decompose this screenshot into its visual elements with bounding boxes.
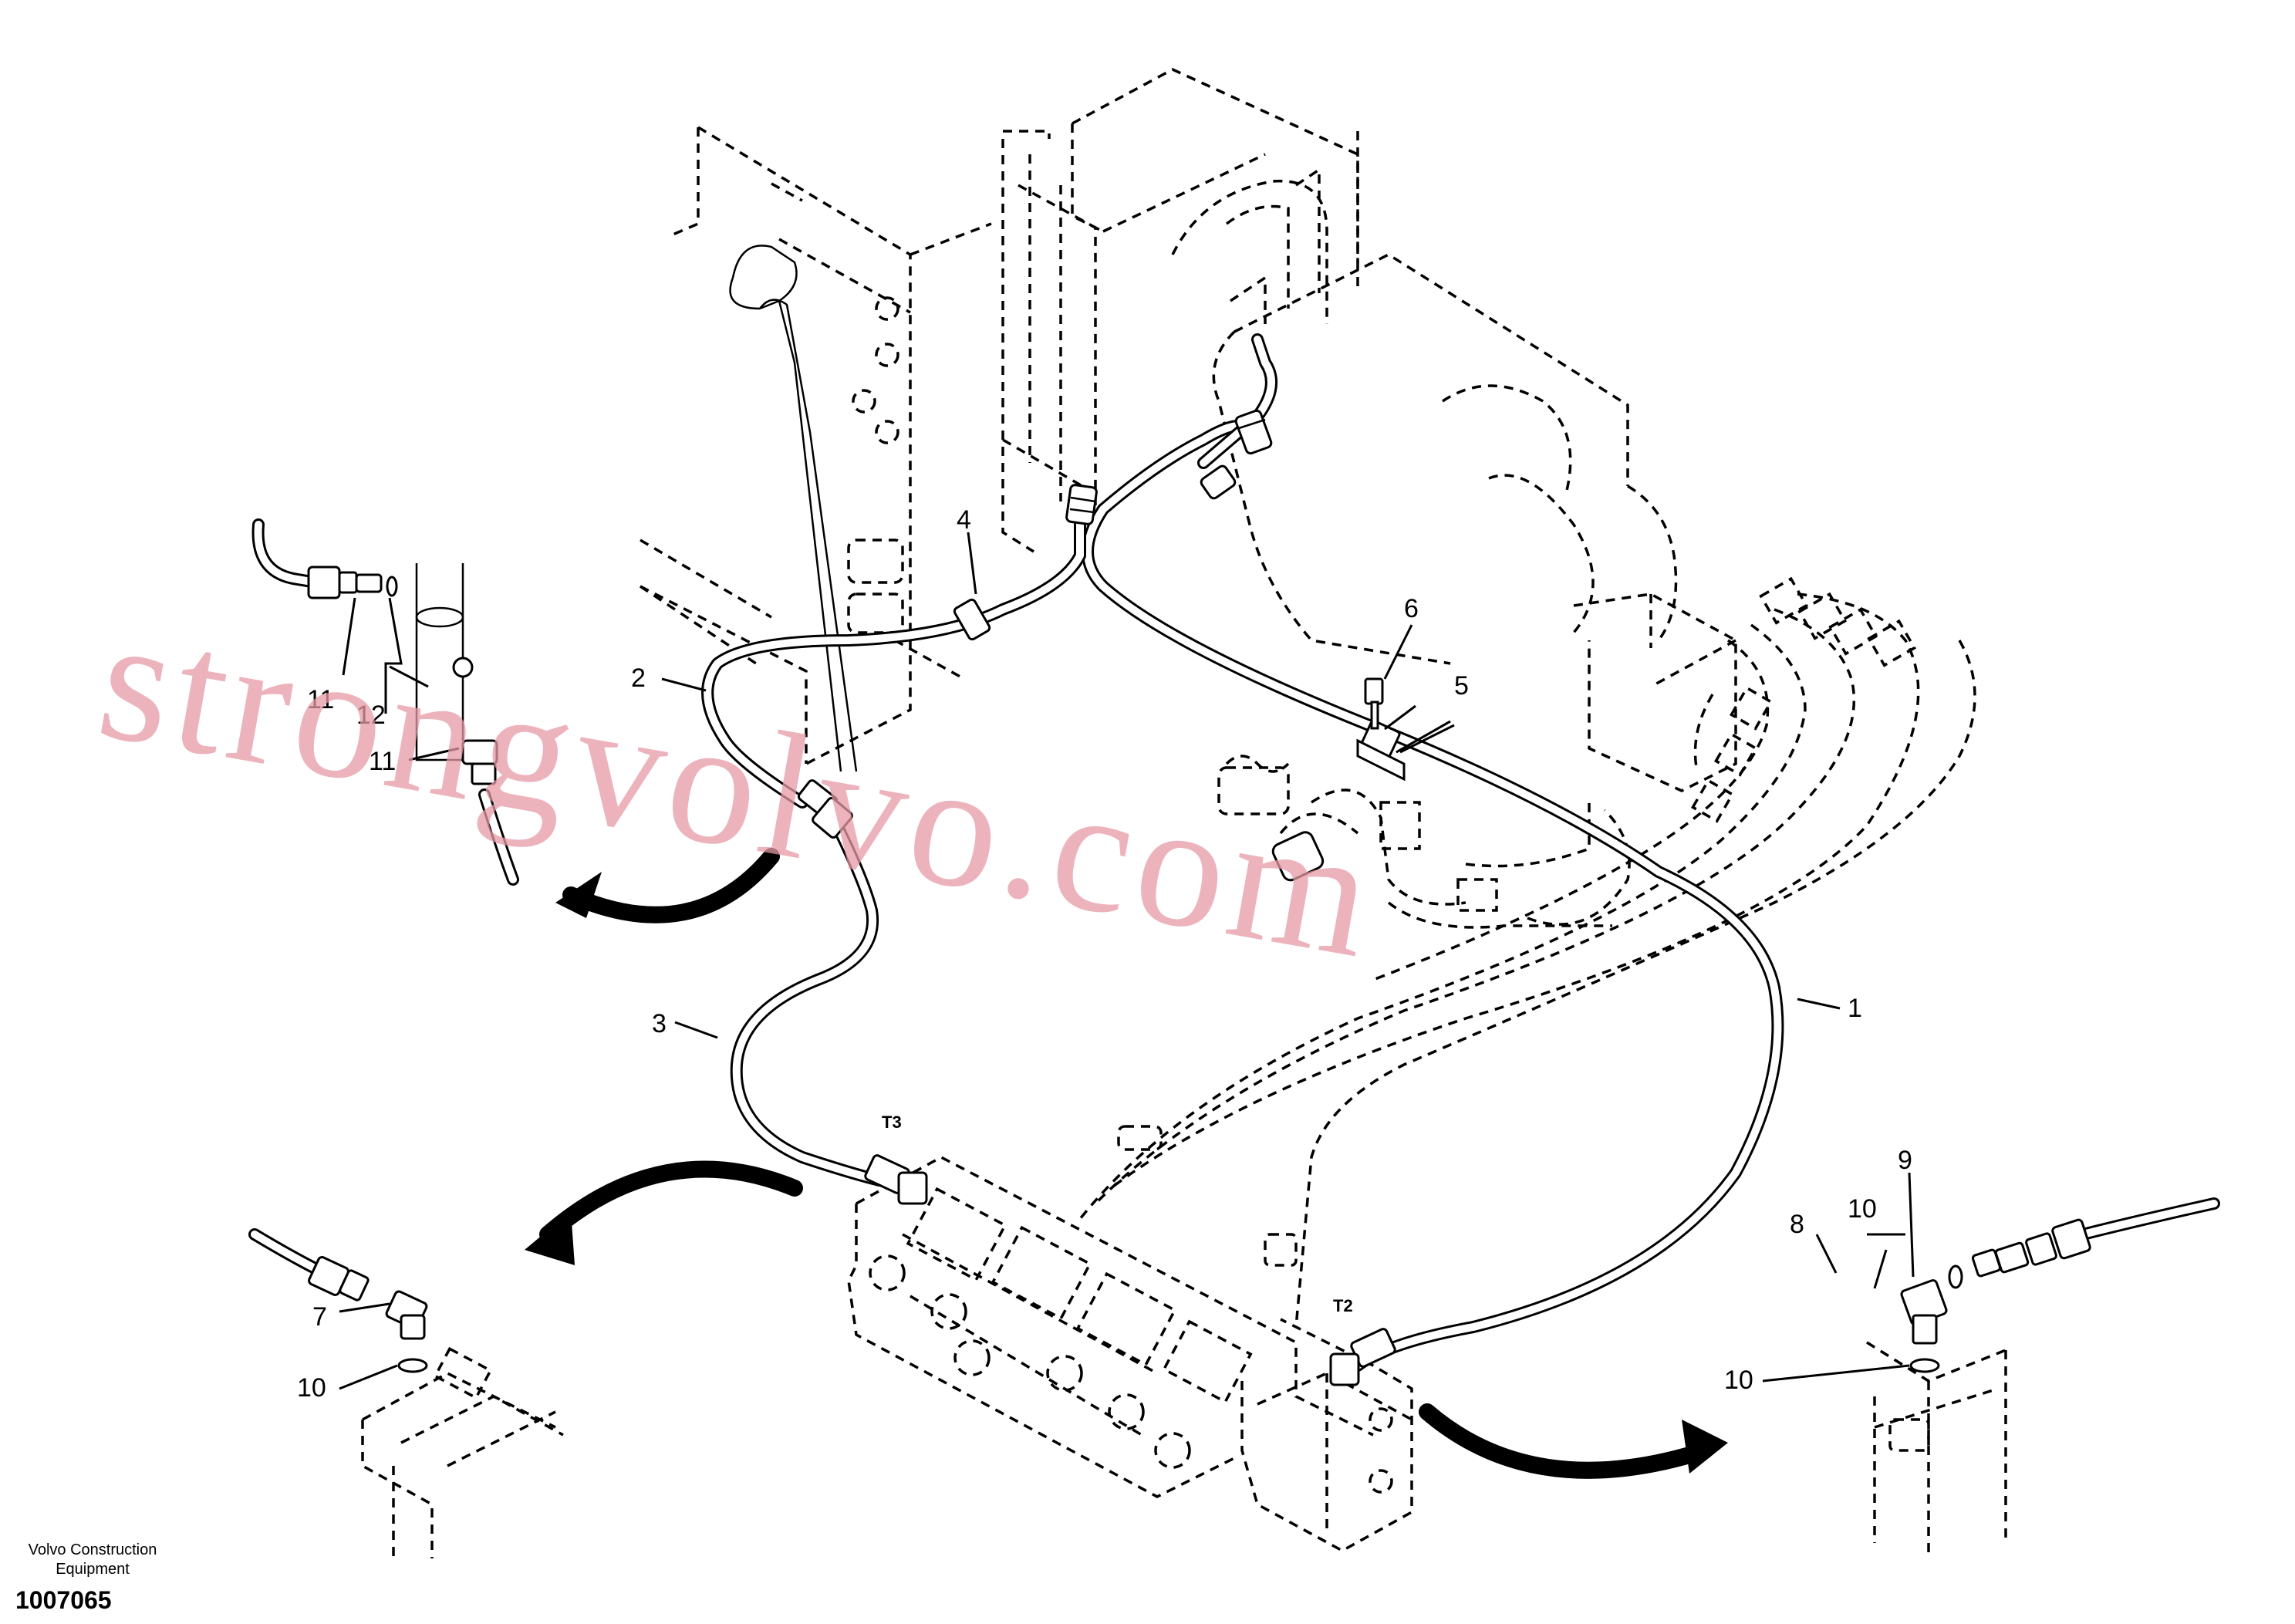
detail-left-top — [251, 518, 780, 923]
brand-line-2: Equipment — [56, 1561, 130, 1578]
callout-6: 6 — [1404, 594, 1419, 623]
brand-line-1: Volvo Construction — [29, 1541, 157, 1558]
detail-left-bottom — [248, 1160, 803, 1558]
callout-2: 2 — [631, 663, 646, 693]
clamp-and-bolt — [1356, 677, 1406, 782]
callout-10-left: 10 — [297, 1373, 326, 1403]
drain-pipe — [729, 245, 858, 772]
machine-frame-outline — [640, 68, 1737, 929]
callout-4: 4 — [957, 505, 971, 535]
callout-labels: 1 2 3 4 5 6 7 8 9 10 10 10 11 11 12 T3 T… — [297, 505, 1912, 1403]
port-label-t2: T2 — [1333, 1296, 1353, 1315]
leader-lines — [339, 532, 1915, 1390]
drawing-number: 1007065 — [15, 1586, 112, 1614]
callout-3: 3 — [652, 1009, 667, 1038]
footer: Volvo Construction Equipment 1007065 — [15, 1541, 157, 1614]
hose-2 — [701, 503, 1086, 809]
control-valve-block — [847, 1156, 1413, 1552]
callout-5: 5 — [1454, 671, 1469, 701]
callout-10-right-bottom: 10 — [1724, 1366, 1753, 1395]
detail-right — [1419, 1197, 2220, 1558]
callout-12: 12 — [356, 701, 386, 730]
callout-9: 9 — [1898, 1146, 1912, 1175]
callout-8: 8 — [1790, 1210, 1804, 1239]
callout-10-right-top: 10 — [1848, 1194, 1877, 1224]
callout-11-bottom: 11 — [369, 747, 396, 776]
callout-7: 7 — [312, 1302, 327, 1332]
port-label-t3: T3 — [882, 1112, 902, 1132]
callout-11-top: 11 — [307, 685, 334, 714]
hose-3 — [730, 812, 886, 1187]
callout-1: 1 — [1848, 994, 1862, 1023]
